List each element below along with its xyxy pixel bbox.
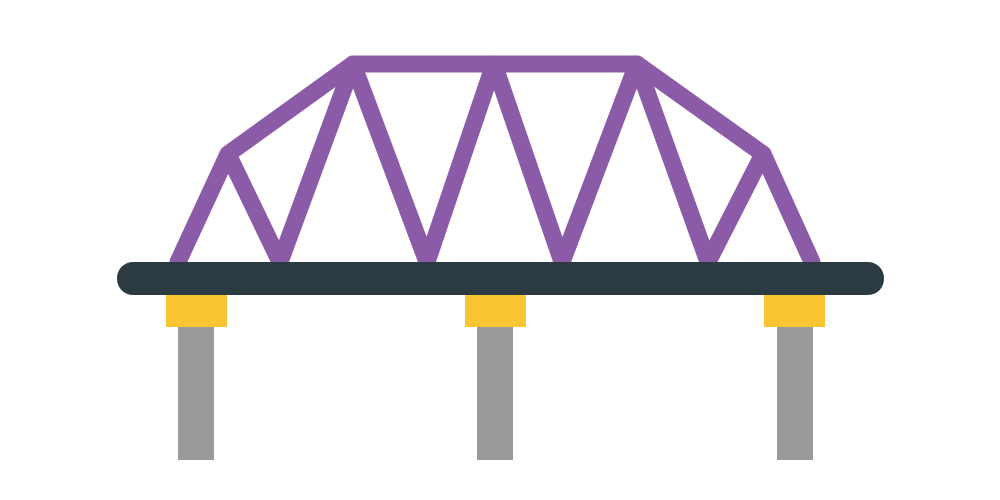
bearing-center [465,292,526,327]
bearing-right [764,292,825,327]
pillar-center [477,325,513,460]
pillar-right [777,325,813,460]
truss [169,55,821,271]
pillars [178,325,813,460]
bearing-left [166,292,227,327]
bridge-deck [117,262,884,295]
truss-web [219,55,772,271]
bearings [166,292,825,327]
pillar-left [178,325,214,460]
